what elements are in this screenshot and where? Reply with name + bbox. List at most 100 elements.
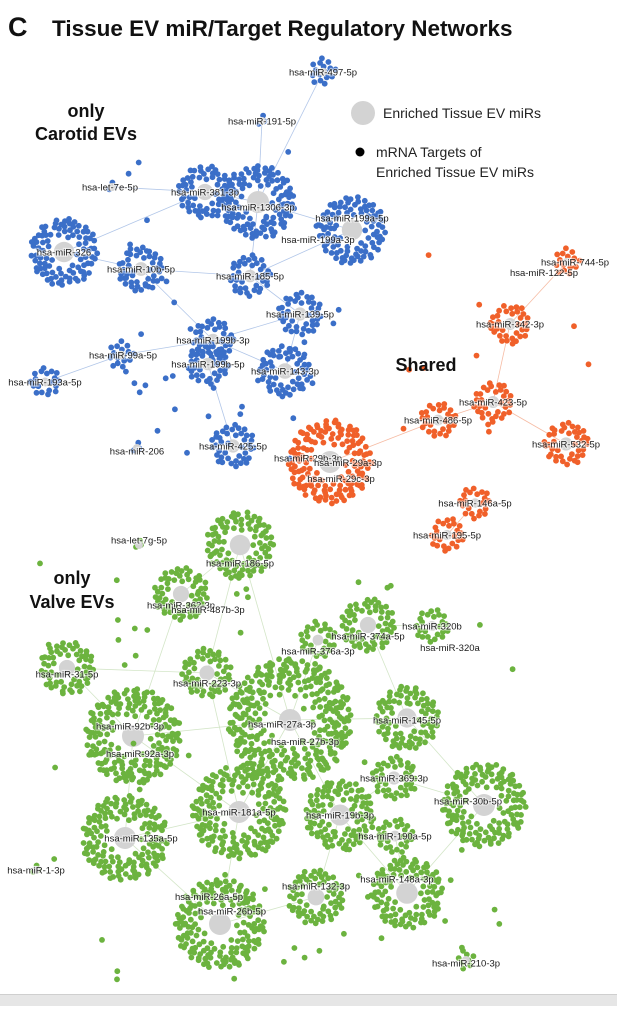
target-node	[200, 947, 207, 954]
target-node	[374, 783, 381, 790]
target-node	[267, 374, 274, 380]
target-node	[251, 533, 258, 540]
target-node	[441, 543, 447, 550]
target-node	[204, 324, 211, 331]
target-node	[306, 312, 312, 318]
target-node	[252, 851, 259, 858]
target-node	[189, 938, 196, 945]
target-node	[351, 828, 357, 834]
target-node	[415, 700, 421, 707]
target-node	[268, 534, 275, 541]
target-node	[332, 904, 339, 911]
target-node	[413, 872, 420, 879]
target-node	[61, 228, 68, 235]
target-node	[456, 523, 463, 529]
target-node	[520, 799, 527, 805]
target-node	[92, 724, 99, 731]
target-node	[316, 822, 323, 829]
mir-label-halo: hsa-miR-326	[37, 248, 91, 259]
target-cluster-hsa-mir-223-3p	[179, 645, 234, 700]
target-cluster-hsa-mir-99a-5p	[107, 338, 137, 370]
target-node	[208, 881, 215, 888]
target-node	[75, 222, 82, 229]
target-node	[109, 858, 116, 865]
target-cluster-hsa-mir-10b-5p	[116, 244, 166, 294]
target-node	[295, 679, 302, 686]
target-node	[497, 332, 503, 339]
target-node	[312, 920, 319, 927]
target-node	[459, 502, 466, 509]
target-node	[197, 366, 203, 373]
target-node	[122, 280, 129, 287]
target-node	[208, 794, 214, 801]
target-node	[233, 277, 240, 283]
target-node	[255, 669, 261, 676]
target-node	[375, 880, 382, 886]
target-node	[385, 762, 391, 769]
target-node	[164, 580, 171, 587]
target-node	[142, 821, 148, 827]
target-node	[284, 200, 291, 207]
target-node	[223, 557, 230, 564]
target-node	[321, 80, 328, 87]
target-node	[301, 351, 308, 358]
target-node	[131, 625, 138, 632]
target-node	[363, 218, 370, 225]
target-node	[338, 883, 344, 890]
target-node	[206, 803, 213, 809]
target-node	[275, 169, 281, 176]
target-node	[209, 772, 216, 778]
target-node	[426, 912, 433, 918]
figure-title: Tissue EV miR/Target Regulatory Networks	[52, 16, 513, 41]
target-node	[363, 647, 370, 654]
target-node	[333, 498, 340, 504]
target-node	[241, 426, 248, 433]
target-node	[302, 492, 309, 498]
target-node	[304, 367, 311, 373]
target-node	[196, 573, 203, 579]
target-node	[243, 432, 250, 439]
target-node	[150, 743, 157, 749]
target-node	[89, 816, 96, 822]
target-node	[123, 275, 129, 281]
target-node	[222, 878, 229, 885]
mir-label-halo: hsa-miR-199a-5p	[315, 214, 388, 225]
target-node	[553, 262, 560, 268]
target-node	[489, 778, 496, 784]
target-node	[522, 332, 529, 339]
mir-node-hsa-mir-199b-5p	[201, 357, 215, 371]
target-node	[224, 519, 231, 525]
target-node	[307, 373, 314, 379]
target-node	[502, 404, 509, 410]
target-node	[79, 653, 85, 660]
target-node	[256, 289, 262, 295]
target-node	[324, 844, 331, 850]
target-node	[119, 363, 126, 370]
target-node	[304, 815, 310, 822]
target-node	[212, 827, 219, 834]
target-node	[431, 428, 438, 435]
target-node	[276, 656, 282, 663]
target-node	[344, 695, 351, 701]
target-node	[370, 202, 377, 208]
target-node	[118, 271, 124, 277]
target-node	[121, 662, 128, 668]
target-node	[199, 372, 206, 379]
target-node	[159, 855, 166, 862]
target-node	[338, 905, 345, 911]
target-node	[219, 560, 226, 566]
target-node	[91, 245, 98, 252]
target-node	[246, 293, 253, 299]
target-node	[303, 684, 309, 691]
target-node	[127, 246, 134, 252]
target-node	[222, 686, 229, 693]
target-node	[345, 706, 352, 713]
target-node	[250, 896, 256, 903]
target-node	[84, 742, 91, 749]
target-node	[144, 689, 150, 696]
target-node	[241, 722, 248, 728]
target-node	[416, 740, 423, 747]
target-node	[504, 821, 511, 828]
target-node	[95, 760, 102, 766]
target-node	[76, 234, 83, 241]
